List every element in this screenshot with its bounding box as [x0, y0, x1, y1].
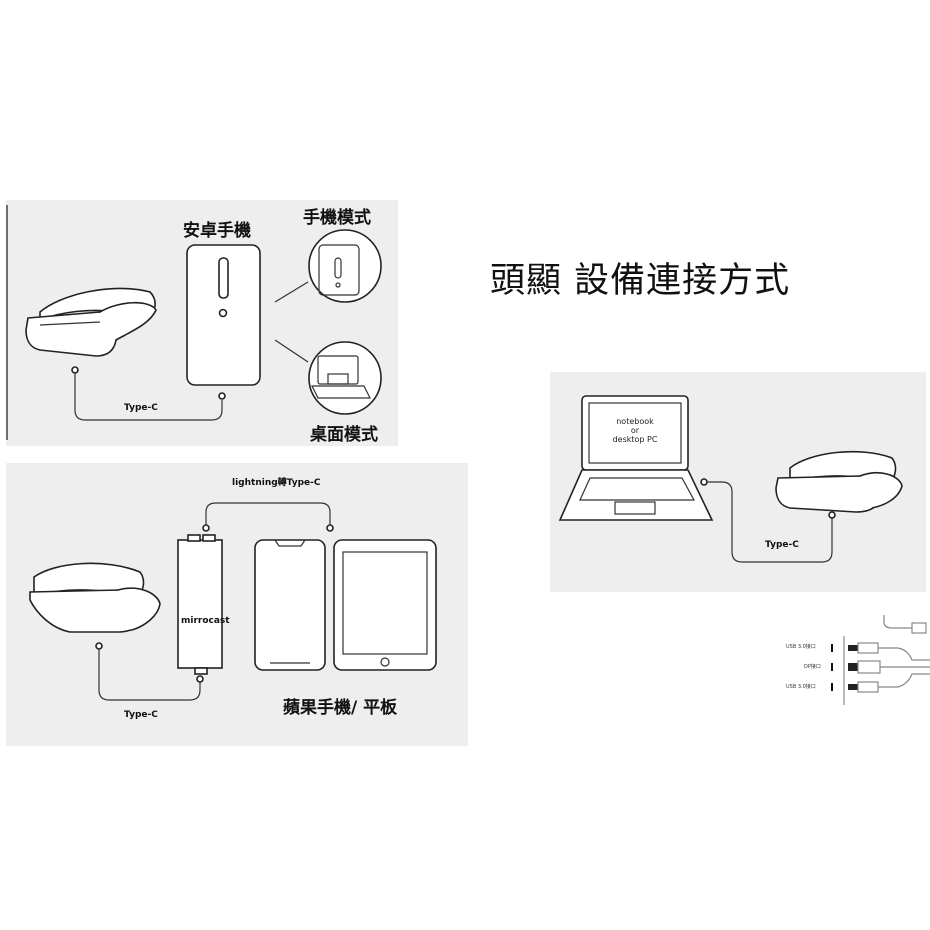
- wiring-diagram-icon: [831, 615, 930, 705]
- android-cable-label: Type-C: [124, 403, 158, 413]
- wiring-port-mid-label: DP接口: [804, 664, 821, 670]
- android-phone-icon: [186, 244, 261, 386]
- wiring-port-bottom-label: USB 3.0接口: [786, 684, 816, 690]
- screen-line-1: notebook: [616, 417, 654, 426]
- phone-mode-label: 手機模式: [303, 208, 371, 228]
- phone-mode-icon: [308, 229, 382, 303]
- lightning-cable-label: lightning轉Type-C: [232, 478, 321, 488]
- iphone-icon: [254, 539, 326, 671]
- vr-headset-icon: [25, 287, 157, 357]
- main-title: 頭顯 設備連接方式: [490, 261, 791, 301]
- desktop-mode-label: 桌面模式: [310, 425, 378, 445]
- desktop-mode-icon: [308, 341, 382, 415]
- screen-line-3: desktop PC: [612, 435, 658, 444]
- pc-type-c-cable: [700, 478, 836, 563]
- apple-device-label: 蘋果手機/ 平板: [283, 698, 398, 718]
- notebook-screen-text: notebook or desktop PC: [589, 417, 681, 444]
- screen-line-2: or: [630, 426, 640, 435]
- mirrocast-label: mirrocast: [181, 616, 230, 626]
- android-phone-label: 安卓手機: [183, 221, 251, 241]
- vr-headset-icon: [29, 562, 161, 633]
- lightning-cable: [202, 502, 334, 532]
- apple-type-c-cable: [95, 642, 204, 701]
- mirrocast-adapter-icon: [177, 534, 223, 675]
- android-type-c-cable: [71, 366, 226, 421]
- notebook-icon: [558, 395, 714, 521]
- vr-headset-icon: [775, 450, 903, 513]
- pc-cable-label: Type-C: [765, 540, 799, 550]
- wiring-port-top-label: USB 3.0接口: [786, 644, 816, 650]
- ipad-icon: [333, 539, 437, 671]
- apple-cable-label: Type-C: [124, 710, 158, 720]
